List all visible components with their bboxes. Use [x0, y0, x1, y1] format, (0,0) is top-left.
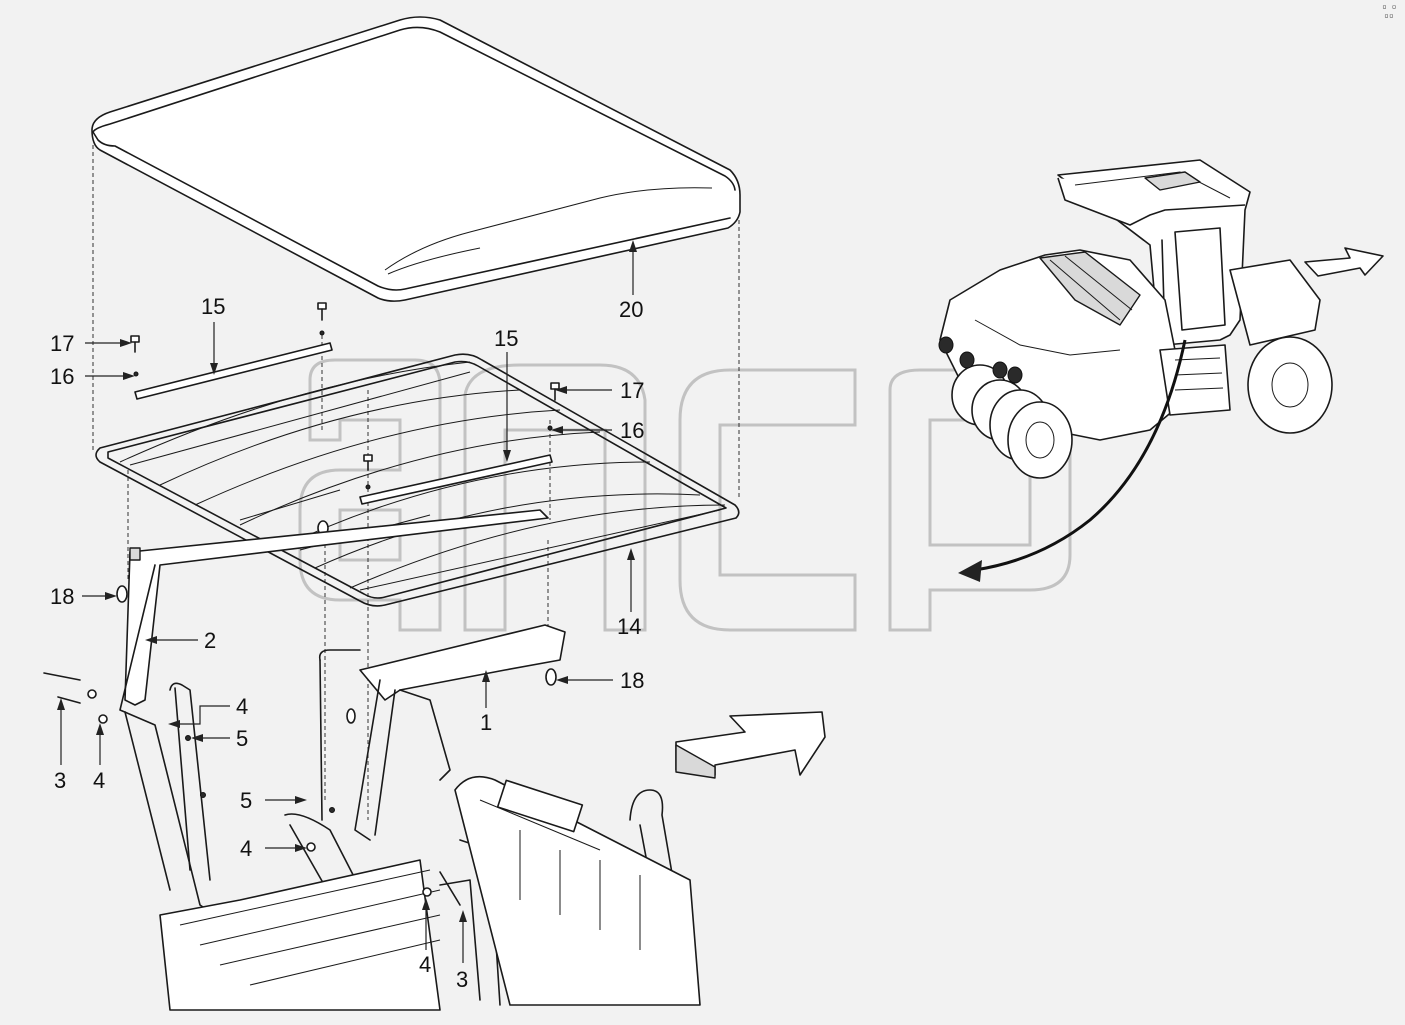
right-support-arm — [346, 624, 566, 841]
leader-lines — [57, 240, 637, 963]
callout-18-left: 18 — [50, 584, 74, 609]
roller-vehicle — [938, 159, 1333, 479]
view-direction-arrow — [675, 711, 826, 779]
callout-labels: 20 15 15 17 16 17 16 18 2 14 18 1 4 5 3 … — [50, 294, 644, 992]
callout-4-d: 4 — [419, 952, 431, 977]
corner-mark: ▫ ▫ ▫▫ — [1382, 2, 1396, 20]
callout-17-right: 17 — [620, 378, 644, 403]
roof-frame — [95, 353, 740, 607]
callout-1: 1 — [480, 710, 492, 735]
callout-18-right: 18 — [620, 668, 644, 693]
small-direction-arrow — [1304, 247, 1384, 277]
callout-16-right: 16 — [620, 418, 644, 443]
callout-14: 14 — [617, 614, 641, 639]
callout-3-b: 3 — [456, 967, 468, 992]
callout-3-a: 3 — [54, 768, 66, 793]
svg-text:▫▫: ▫▫ — [1384, 11, 1394, 20]
callout-15-top: 15 — [201, 294, 225, 319]
callout-17-left: 17 — [50, 331, 74, 356]
callout-4-c: 4 — [240, 836, 252, 861]
detail-callout-arrow — [958, 339, 1187, 582]
callout-5-b: 5 — [240, 788, 252, 813]
svg-text:▫ ▫: ▫ ▫ — [1382, 2, 1396, 11]
cab-base-structure — [159, 649, 701, 1011]
callout-2: 2 — [204, 628, 216, 653]
callout-15-right: 15 — [494, 326, 518, 351]
callout-5-a: 5 — [236, 726, 248, 751]
callout-20: 20 — [619, 297, 643, 322]
roof-panel — [91, 16, 741, 302]
callout-16-left: 16 — [50, 364, 74, 389]
callout-4-a: 4 — [236, 694, 248, 719]
callout-4-b: 4 — [93, 768, 105, 793]
hardware-left — [43, 672, 461, 906]
trim-strips — [134, 342, 553, 505]
